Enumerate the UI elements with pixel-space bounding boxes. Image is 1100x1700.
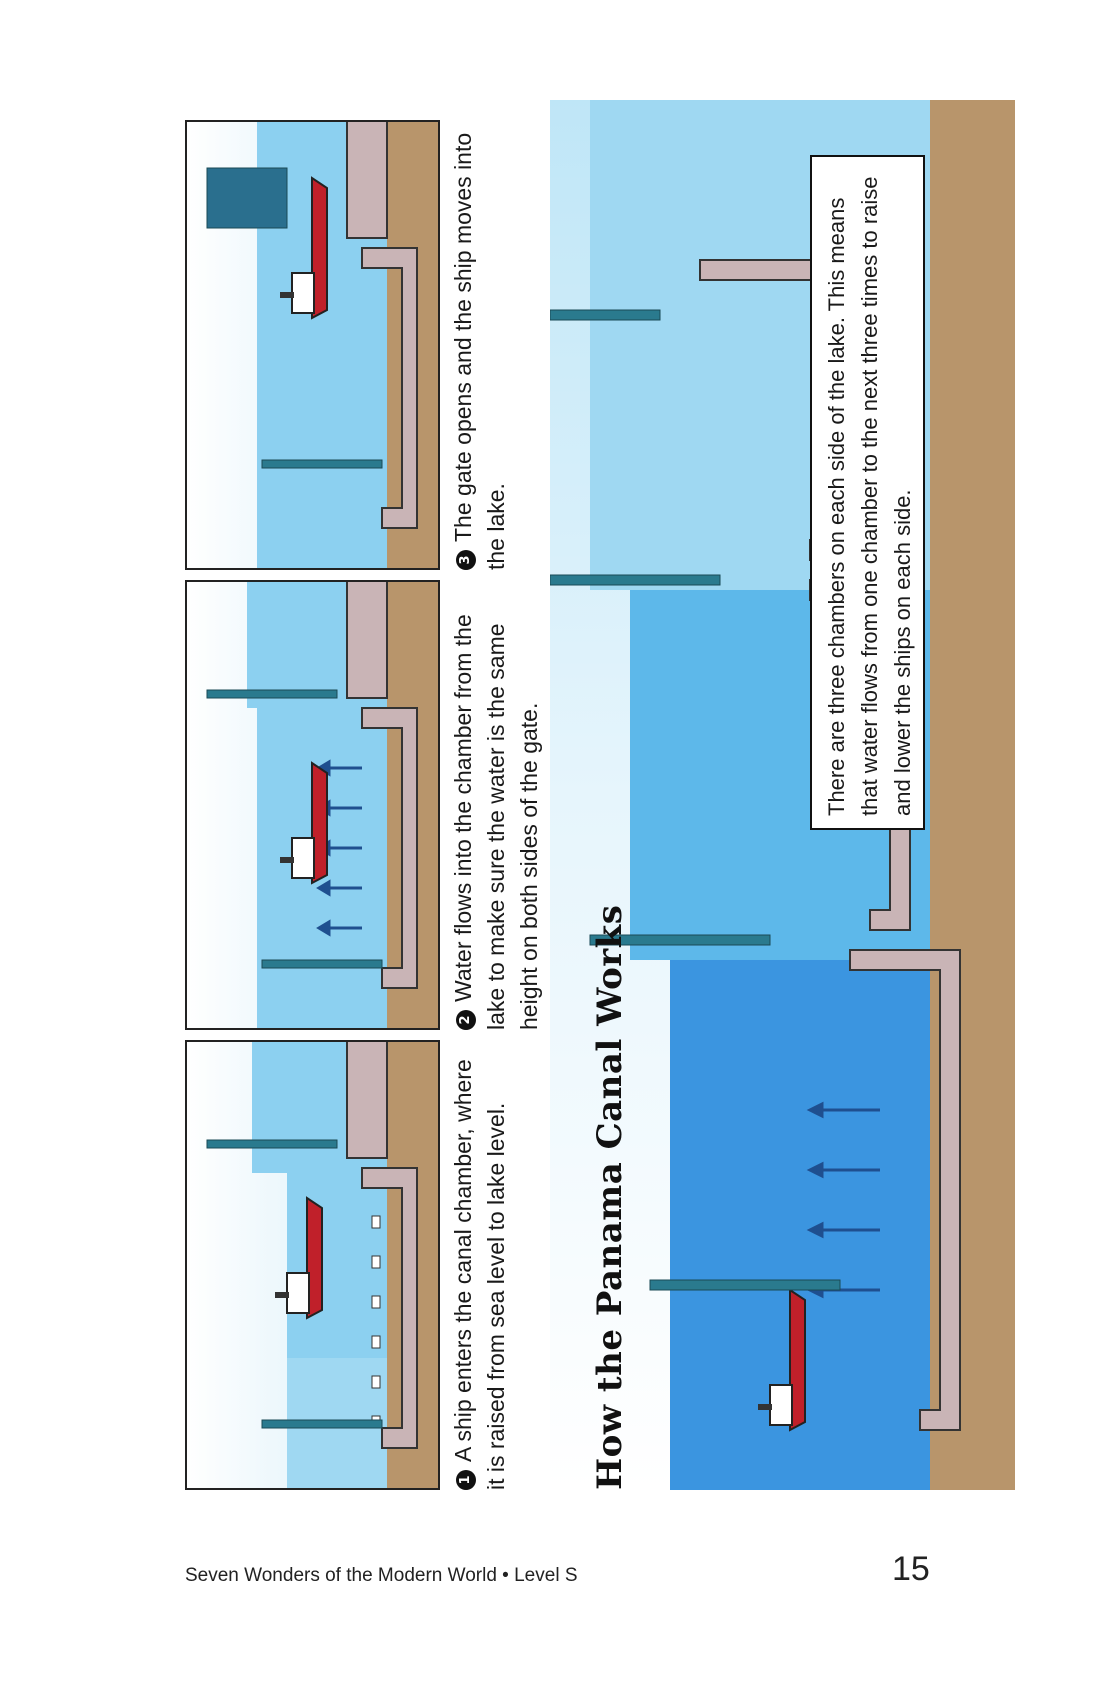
book-title-footer: Seven Wonders of the Modern World • Leve… <box>185 1565 578 1587</box>
rotated-content: 1A ship enters the canal chamber, where … <box>185 100 1015 1490</box>
canal-locks-diagram: How the Panama Canal Works There are thr… <box>550 100 1015 1490</box>
step-3-text: The gate opens and the ship moves into t… <box>450 133 509 570</box>
diagram-note: There are three chambers on each side of… <box>810 155 925 830</box>
step-2-text: Water flows into the chamber from the la… <box>450 614 542 1030</box>
step-3-number: 3 <box>456 550 476 570</box>
step-1-caption: 1A ship enters the canal chamber, where … <box>447 1050 513 1490</box>
step-2-number: 2 <box>456 1010 476 1030</box>
step-3-illustration <box>185 120 440 570</box>
step-1-number: 1 <box>456 1470 476 1490</box>
step-2-illustration <box>185 580 440 1030</box>
step-2-caption: 2Water flows into the chamber from the l… <box>447 590 546 1030</box>
step-3-caption: 3The gate opens and the ship moves into … <box>447 130 513 570</box>
step-1-text: A ship enters the canal chamber, where i… <box>450 1059 509 1490</box>
step-1-illustration <box>185 1040 440 1490</box>
page-number: 15 <box>892 1550 930 1589</box>
diagram-title: How the Panama Canal Works <box>590 905 630 1490</box>
